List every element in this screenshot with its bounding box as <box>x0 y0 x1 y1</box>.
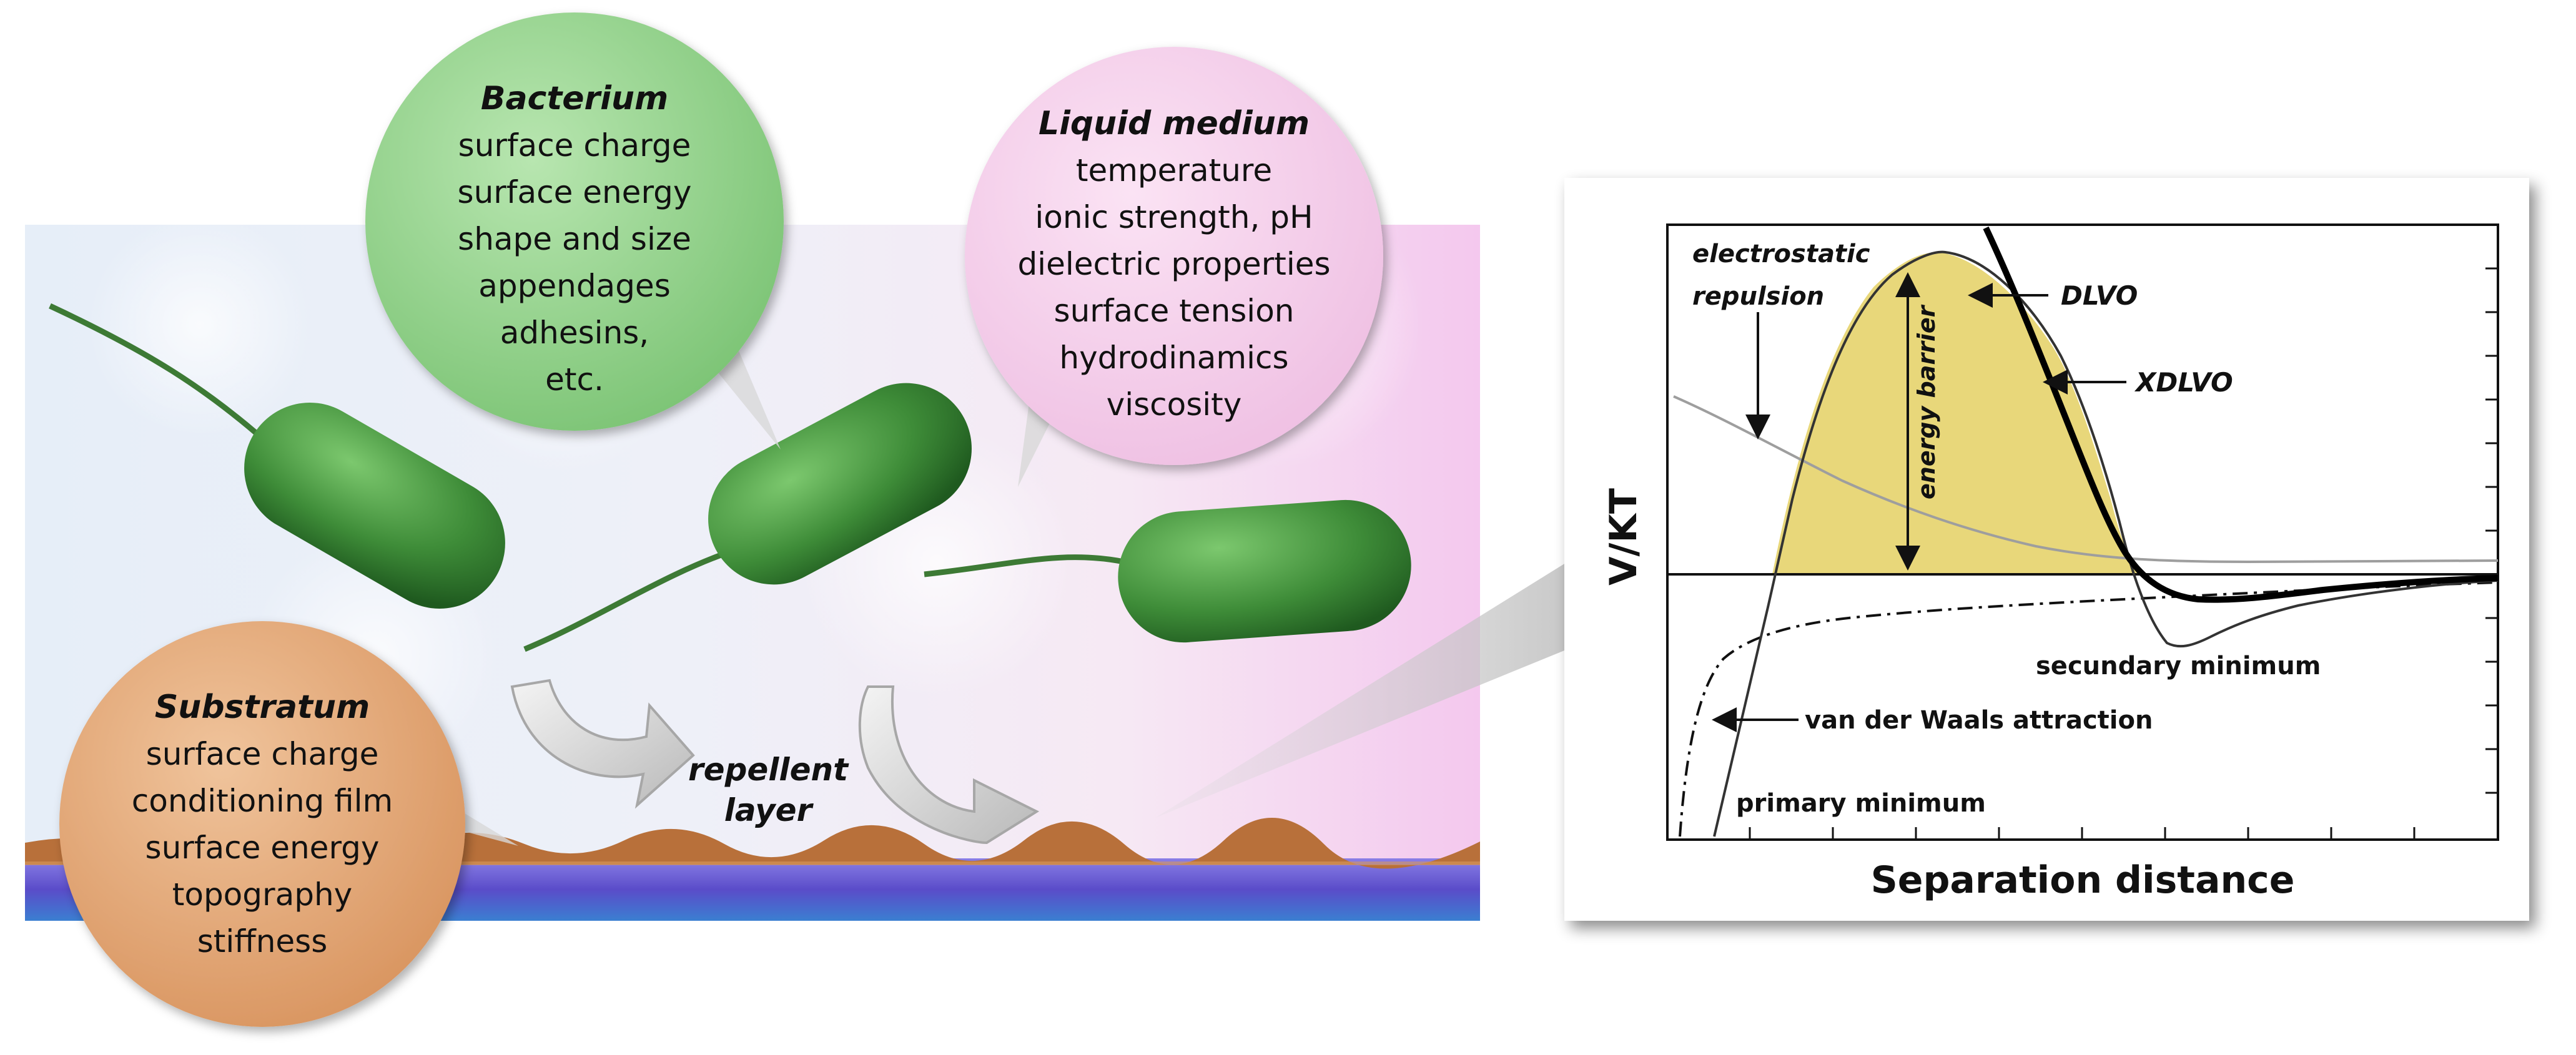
substratum-bubble-line: topography <box>172 876 352 913</box>
x-axis-label: Separation distance <box>1871 858 2295 902</box>
flagellum <box>924 554 1125 577</box>
substrate-highlight <box>25 861 1480 865</box>
bacterium-right <box>924 499 1411 643</box>
bacterium-bubble-line: surface energy <box>458 174 692 210</box>
flagellum <box>49 303 277 452</box>
bacterium-bubble-line: appendages <box>478 268 671 304</box>
substratum-bubble: Substratum surface charge conditioning f… <box>59 621 465 1027</box>
bacterium-bubble: Bacterium surface charge surface energy … <box>365 12 784 431</box>
substratum-bubble-line: conditioning film <box>132 783 393 819</box>
liquid-bubble-line: ionic strength, pH <box>1035 199 1313 235</box>
repel-arrow-left-icon <box>510 679 695 809</box>
energy-barrier-area <box>1772 252 2141 574</box>
bacterium-bubble-line: surface charge <box>458 127 691 164</box>
bacterium-bubble-line: adhesins, <box>500 315 649 351</box>
electrostatic-label-line1: electrostatic <box>1692 240 1870 268</box>
y-axis-label: V/KT <box>1602 488 1646 586</box>
energy-barrier-label: energy barrier <box>1913 304 1940 499</box>
dlvo-label: DLVO <box>2061 280 2138 311</box>
bacterium-left <box>49 303 505 609</box>
background-glow <box>87 212 312 437</box>
energy-plot-panel: electrostatic repulsion energy barrier D… <box>1564 178 2529 921</box>
vdw-attraction-curve <box>1679 581 2499 837</box>
secondary-minimum-label: secundary minimum <box>2036 652 2321 680</box>
xdlvo-curve <box>1983 226 2499 603</box>
liquid-bubble-line: temperature <box>1076 152 1272 189</box>
substratum-bubble-line: stiffness <box>197 923 328 959</box>
zoom-pointer <box>1155 562 1567 818</box>
repellent-label-line2: layer <box>724 792 814 828</box>
bacterium-middle <box>523 383 972 652</box>
substratum-bubble-title: Substratum <box>155 689 370 726</box>
substratum-bubble-line: surface charge <box>146 736 379 772</box>
liquid-bubble-line: hydrodinamics <box>1059 340 1288 376</box>
repel-arrow-right-icon <box>858 685 1040 845</box>
bacterium-bubble-line: shape and size <box>458 221 691 257</box>
xdlvo-label: XDLVO <box>2134 367 2233 398</box>
flagellum <box>523 546 738 652</box>
primary-minimum-label: primary minimum <box>1736 789 1986 818</box>
substratum-bubble-line: surface energy <box>146 830 380 866</box>
liquid-bubble-line: viscosity <box>1107 386 1242 423</box>
liquid-bubble-line: surface tension <box>1054 293 1295 329</box>
liquid-bubble-title: Liquid medium <box>1039 105 1310 142</box>
repellent-label-line1: repellent <box>688 752 849 788</box>
vdw-label: van der Waals attraction <box>1805 706 2153 735</box>
bacterium-bubble-line: etc. <box>545 361 604 398</box>
dlvo-curve <box>1713 250 2499 837</box>
bacterium-bubble-title: Bacterium <box>481 80 668 117</box>
liquid-bubble-line: dielectric properties <box>1017 246 1330 282</box>
electrostatic-label-line2: repulsion <box>1692 282 1824 311</box>
liquid-medium-bubble: Liquid medium temperature ionic strength… <box>965 47 1383 465</box>
bacterium-bubble-pointer <box>699 346 781 449</box>
